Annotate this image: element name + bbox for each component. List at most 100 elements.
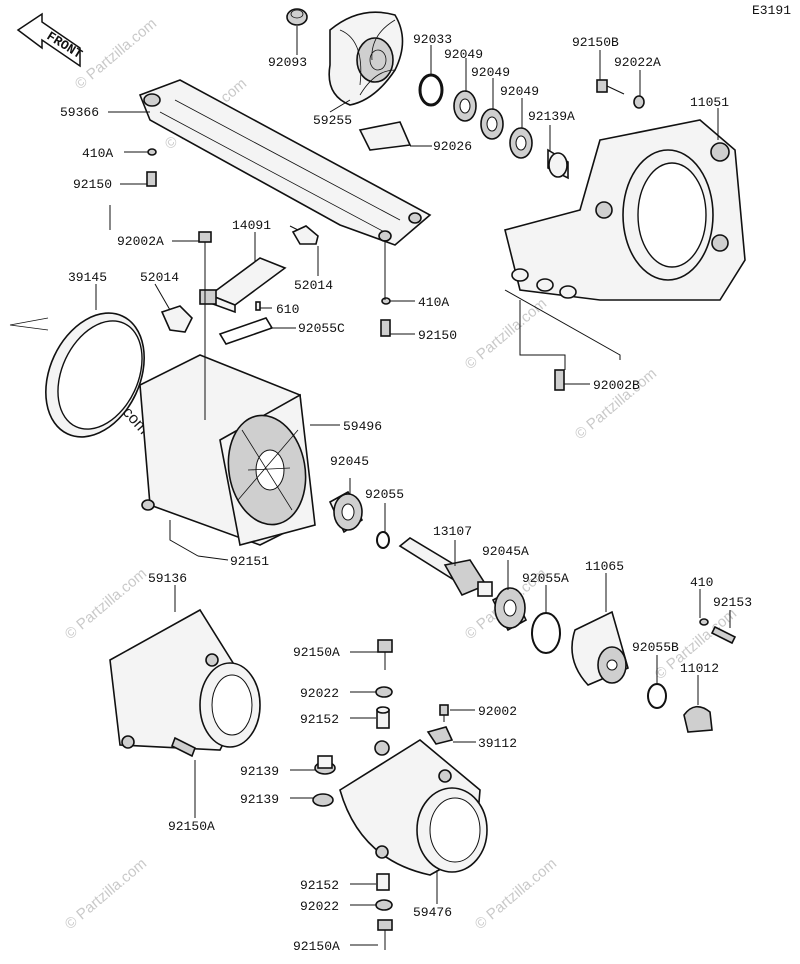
part-59366-plate[interactable] xyxy=(138,79,432,246)
label-92002: 92002 xyxy=(478,704,517,719)
label-92002B: 92002B xyxy=(593,378,640,393)
part-92150A-bolt-upper[interactable] xyxy=(377,639,393,670)
label-92150B: 92150B xyxy=(572,35,619,50)
part-92150-bolt-left[interactable] xyxy=(146,171,157,187)
part-92033-ring[interactable] xyxy=(418,73,444,107)
part-59476-steering-nozzle[interactable] xyxy=(339,739,488,876)
label-11065: 11065 xyxy=(585,559,624,574)
watermark-text: © Partzilla.com xyxy=(62,855,150,933)
part-92049-seal-3[interactable] xyxy=(509,127,533,159)
part-11051-housing[interactable] xyxy=(504,119,746,301)
label-92022A: 92022A xyxy=(614,55,661,70)
leader-lines xyxy=(9,26,731,946)
label-92152: 92152 xyxy=(300,878,339,893)
watermark-text: © Partzilla.com xyxy=(472,855,560,933)
part-59496-pump-case[interactable] xyxy=(139,354,316,546)
part-92153-bolt[interactable] xyxy=(710,625,737,645)
label-610: 610 xyxy=(276,302,299,317)
label-92049: 92049 xyxy=(471,65,510,80)
part-92152-collar-upper[interactable] xyxy=(376,706,390,729)
part-39145-band[interactable] xyxy=(27,297,164,453)
part-610[interactable] xyxy=(255,301,261,311)
part-92150-bolt-center[interactable] xyxy=(380,319,391,337)
part-410-washer[interactable] xyxy=(699,618,709,626)
part-39112-lever[interactable] xyxy=(426,726,454,745)
label-92139A: 92139A xyxy=(528,109,575,124)
part-11012-cap[interactable] xyxy=(683,705,713,733)
label-92045: 92045 xyxy=(330,454,369,469)
front-arrow: FRONT xyxy=(16,12,85,68)
part-92093[interactable] xyxy=(286,8,308,26)
part-92049-seal-2[interactable] xyxy=(480,108,504,140)
part-92002-bolt[interactable] xyxy=(439,704,449,722)
part-92139-bushing-lower[interactable] xyxy=(312,793,334,807)
label-92139: 92139 xyxy=(240,764,279,779)
label-59255: 59255 xyxy=(313,113,352,128)
part-92139-bushing-upper[interactable] xyxy=(314,755,336,775)
label-92093: 92093 xyxy=(268,55,307,70)
part-92139A-bushing[interactable] xyxy=(547,148,569,180)
part-92055C-gasket[interactable] xyxy=(218,317,274,345)
label-410: 410 xyxy=(690,575,713,590)
label-92022: 92022 xyxy=(300,686,339,701)
part-92049-seal-1[interactable] xyxy=(453,90,477,122)
label-92153: 92153 xyxy=(713,595,752,610)
part-14091-cover[interactable] xyxy=(199,257,287,314)
label-52014: 52014 xyxy=(294,278,333,293)
label-92150A: 92150A xyxy=(293,645,340,660)
part-92055A-ring[interactable] xyxy=(531,612,561,654)
label-11012: 11012 xyxy=(680,661,719,676)
watermark-text: © Partzilla.com xyxy=(62,565,150,643)
watermark-text: © Partzilla.com xyxy=(72,15,160,93)
label-92026: 92026 xyxy=(433,139,472,154)
part-92150B-bolt[interactable] xyxy=(596,79,625,95)
part-13107-shaft[interactable] xyxy=(398,537,493,597)
label-59366: 59366 xyxy=(60,105,99,120)
part-92152-collar-lower[interactable] xyxy=(376,873,390,891)
part-59255-impeller[interactable] xyxy=(328,11,404,106)
label-92055B: 92055B xyxy=(632,640,679,655)
part-92002B-bolt[interactable] xyxy=(554,369,565,391)
label-92055: 92055 xyxy=(365,487,404,502)
watermark-text: © Partzilla.com xyxy=(462,295,550,373)
label-14091: 14091 xyxy=(232,218,271,233)
label-92150A: 92150A xyxy=(168,819,215,834)
part-92045A-bearing[interactable] xyxy=(491,587,528,632)
part-labels: 92093 92033 92049 92049 92049 92150B 920… xyxy=(60,32,752,954)
label-92049: 92049 xyxy=(444,47,483,62)
part-92150A-bolt-lower[interactable] xyxy=(377,919,393,950)
label-410A: 410A xyxy=(82,146,113,161)
label-92150A: 92150A xyxy=(293,939,340,954)
part-92055B-ring[interactable] xyxy=(647,683,667,709)
label-52014: 52014 xyxy=(140,270,179,285)
label-92045A: 92045A xyxy=(482,544,529,559)
part-92045-bearing[interactable] xyxy=(328,490,364,534)
label-59476: 59476 xyxy=(413,905,452,920)
label-92055C: 92055C xyxy=(298,321,345,336)
part-92002A-bolt[interactable] xyxy=(198,231,212,262)
label-92055A: 92055A xyxy=(522,571,569,586)
label-92022: 92022 xyxy=(300,899,339,914)
part-92150A-bolt-left[interactable] xyxy=(170,736,197,758)
watermark-text: © Partzilla.com xyxy=(572,365,660,443)
part-52014-fitting-left[interactable] xyxy=(160,305,193,333)
label-13107: 13107 xyxy=(433,524,472,539)
label-92150: 92150 xyxy=(418,328,457,343)
label-92139: 92139 xyxy=(240,792,279,807)
part-92055-oring[interactable] xyxy=(376,531,390,549)
part-92022-washer-lower[interactable] xyxy=(375,899,393,911)
part-11065-cone[interactable] xyxy=(571,610,629,686)
label-92002A: 92002A xyxy=(117,234,164,249)
label-92151: 92151 xyxy=(230,554,269,569)
part-52014-fitting-right[interactable] xyxy=(289,225,319,245)
part-92026[interactable] xyxy=(358,121,412,151)
label-39112: 39112 xyxy=(478,736,517,751)
part-92022-washer-upper[interactable] xyxy=(375,686,393,698)
part-59136-nozzle[interactable] xyxy=(109,608,261,751)
part-92022A-washer[interactable] xyxy=(633,95,645,109)
part-410A-washer-center[interactable] xyxy=(381,297,391,305)
label-59136: 59136 xyxy=(148,571,187,586)
label-410A: 410A xyxy=(418,295,449,310)
part-410A-washer-left[interactable] xyxy=(147,148,157,156)
